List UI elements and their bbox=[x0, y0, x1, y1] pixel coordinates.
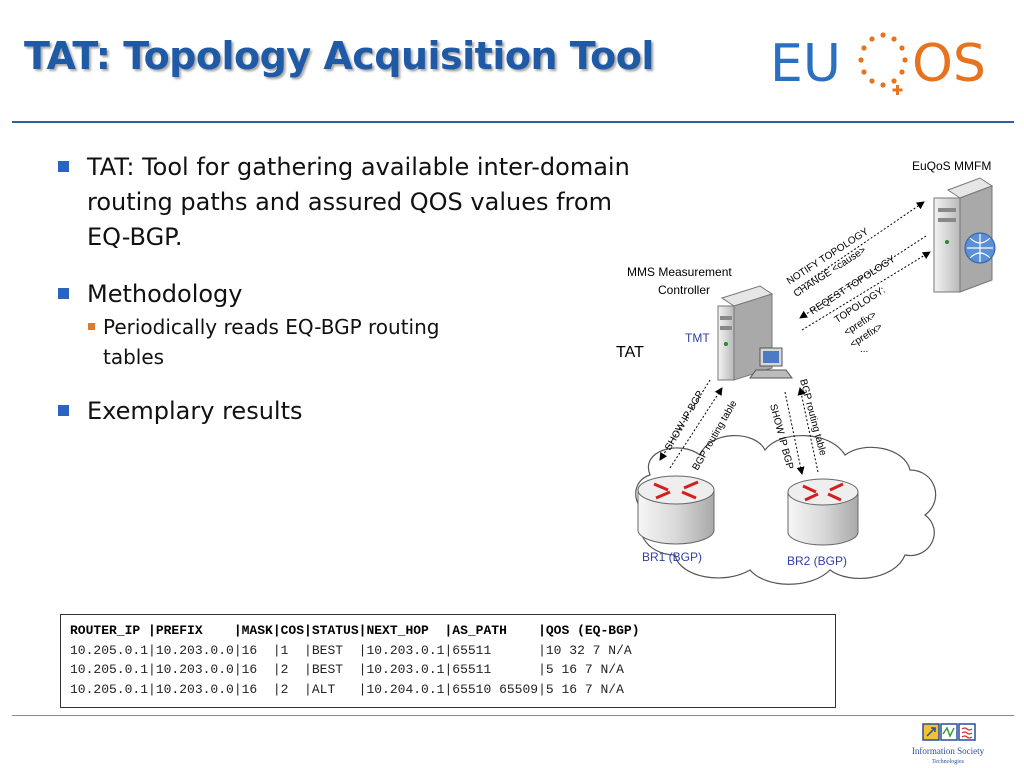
logo-os-text: OS bbox=[912, 34, 986, 94]
title-divider bbox=[12, 121, 1014, 123]
tmt-label: TMT bbox=[685, 331, 710, 345]
bullet-list: TAT: Tool for gathering available inter-… bbox=[55, 150, 655, 451]
mms-label-line2: Controller bbox=[658, 283, 710, 297]
arrow-notify-topology bbox=[797, 201, 925, 289]
topology-diagram: EuQoS MMFM MMS Measurement Controller TM… bbox=[616, 159, 996, 585]
mmfm-server-icon bbox=[933, 177, 996, 293]
br1-router-icon bbox=[637, 475, 715, 545]
arrow-br2-show-ip-bgp bbox=[784, 391, 805, 475]
network-cloud bbox=[635, 434, 937, 585]
logo-star-ring-icon bbox=[858, 32, 908, 95]
mms-controller-server-icon bbox=[717, 285, 793, 381]
routing-table-row: 10.205.0.1|10.203.0.0|16 |2 |ALT |10.204… bbox=[70, 681, 624, 697]
topology-response-line4: ... bbox=[860, 344, 868, 355]
information-society-logo: Information Society Technologies bbox=[912, 723, 985, 765]
bullet-methodology: Methodology Periodically reads EQ-BGP ro… bbox=[55, 277, 655, 372]
information-society-line1: Information Society bbox=[912, 746, 985, 756]
arrow-request-topology bbox=[799, 235, 927, 319]
arrow-topology-response bbox=[801, 251, 931, 331]
routing-table-row: 10.205.0.1|10.203.0.0|16 |1 |BEST |10.20… bbox=[70, 642, 632, 658]
br2-label: BR2 (BGP) bbox=[787, 554, 847, 568]
routing-table-box: ROUTER_IP |PREFIX |MASK|COS|STATUS|NEXT_… bbox=[60, 614, 836, 708]
sub-bullet-reads-tables: Periodically reads EQ-BGP routing tables bbox=[87, 312, 655, 372]
information-society-line2: Technologies bbox=[932, 759, 965, 765]
logo-eu-text: EU bbox=[770, 34, 841, 94]
euqos-logo: EU OS bbox=[770, 32, 986, 95]
routing-table-header: ROUTER_IP |PREFIX |MASK|COS|STATUS|NEXT_… bbox=[70, 623, 640, 638]
methodology-sublist: Periodically reads EQ-BGP routing tables bbox=[87, 312, 655, 372]
tat-label: TAT bbox=[616, 344, 644, 361]
routing-table-row: 10.205.0.1|10.203.0.0|16 |2 |BEST |10.20… bbox=[70, 662, 624, 677]
slide-title: TAT: Topology Acquisition Tool bbox=[24, 34, 654, 78]
footer-divider bbox=[12, 715, 1014, 716]
br1-show-ip-bgp-label: SHOW IP BGP bbox=[663, 389, 706, 453]
mms-label-line1: MMS Measurement bbox=[627, 265, 732, 279]
mmfm-label: EuQoS MMFM bbox=[912, 159, 991, 173]
bullet-exemplary-results: Exemplary results bbox=[55, 394, 655, 429]
br1-label: BR1 (BGP) bbox=[642, 550, 702, 564]
br2-router-icon bbox=[787, 478, 859, 546]
bullet-tat-description: TAT: Tool for gathering available inter-… bbox=[55, 150, 655, 255]
